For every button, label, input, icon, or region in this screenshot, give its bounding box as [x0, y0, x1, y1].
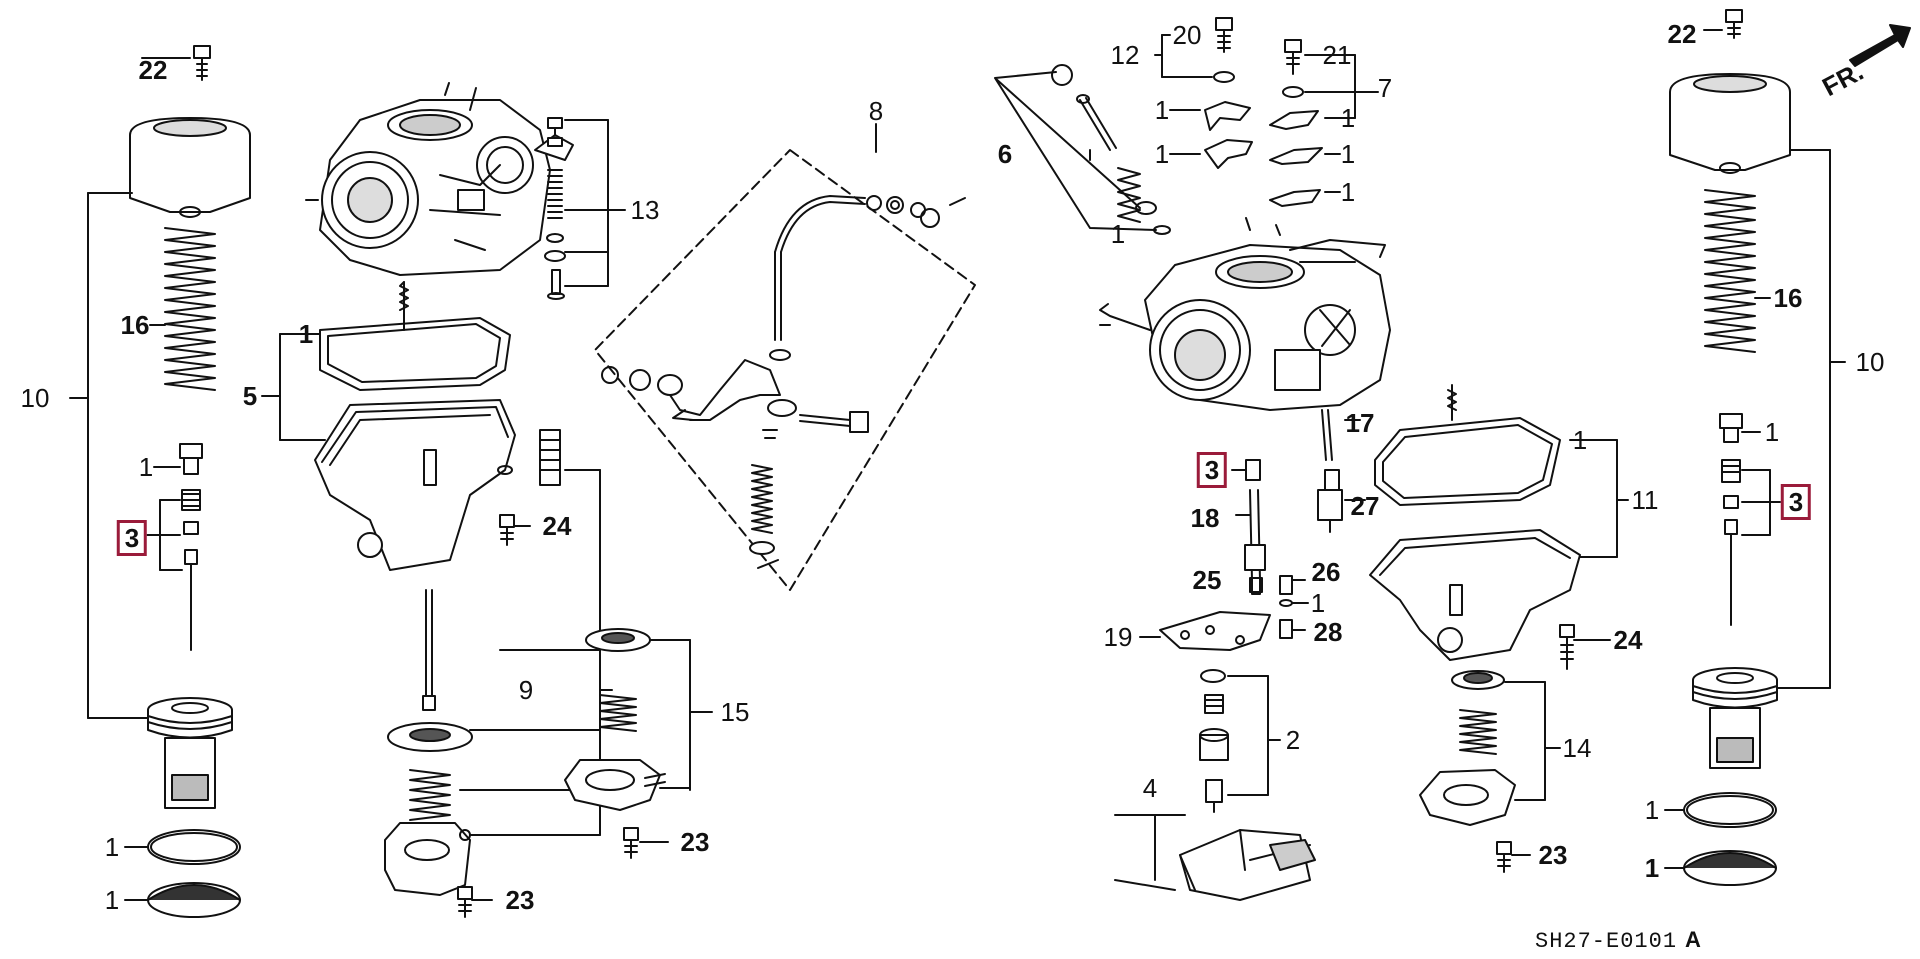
- callout-14: 14: [1562, 733, 1592, 763]
- callout-16: 16: [120, 310, 150, 340]
- callout-1: 1: [104, 885, 120, 915]
- right-carburetor-body: [994, 17, 1629, 901]
- callout-13: 13: [630, 195, 660, 225]
- callout-1: 1: [1110, 219, 1126, 249]
- drawing-code: SH27-E0101 A: [1535, 927, 1702, 954]
- callout-17: 17: [1345, 408, 1375, 438]
- linkage-group-8: [594, 123, 976, 591]
- callout-7: 7: [1377, 73, 1393, 103]
- callout-1: 1: [1340, 103, 1356, 133]
- callout-24: 24: [1613, 625, 1643, 655]
- callout-1: 1: [1644, 795, 1660, 825]
- callout-10: 10: [1855, 347, 1885, 377]
- callout-1: 1: [1154, 95, 1170, 125]
- front-direction-arrow: [1849, 24, 1911, 67]
- callout-18: 18: [1190, 503, 1220, 533]
- callout-23: 23: [680, 827, 710, 857]
- left-carburetor-body: [261, 82, 713, 918]
- callout-22: 22: [1667, 19, 1697, 49]
- callout-9: 9: [518, 675, 534, 705]
- callout-6: 6: [997, 139, 1013, 169]
- callout-5: 5: [242, 381, 258, 411]
- callout-27: 27: [1350, 491, 1380, 521]
- callout-23: 23: [1538, 840, 1568, 870]
- callout-4: 4: [1142, 773, 1158, 803]
- callout-3-highlighted[interactable]: 3: [1196, 452, 1228, 488]
- callout-1: 1: [298, 319, 314, 349]
- callout-23: 23: [505, 885, 535, 915]
- right-piston-assembly: [1664, 9, 1846, 886]
- callout-1: 1: [1310, 588, 1326, 618]
- drawing-code-text: SH27-E0101: [1535, 929, 1678, 954]
- callout-1: 1: [1154, 139, 1170, 169]
- callout-8: 8: [868, 96, 884, 126]
- callout-3-highlighted[interactable]: 3: [116, 520, 148, 556]
- callout-28: 28: [1313, 617, 1343, 647]
- callout-12: 12: [1110, 40, 1140, 70]
- callout-2: 2: [1285, 725, 1301, 755]
- callout-20: 20: [1172, 20, 1202, 50]
- drawing-code-suffix: A: [1685, 927, 1702, 952]
- callout-1: 1: [104, 832, 120, 862]
- callout-24: 24: [542, 511, 572, 541]
- callout-21: 21: [1322, 40, 1352, 70]
- callout-25: 25: [1192, 565, 1222, 595]
- callout-1: 1: [1644, 853, 1660, 883]
- callout-19: 19: [1103, 622, 1133, 652]
- callout-1: 1: [1764, 417, 1780, 447]
- callout-11: 11: [1631, 485, 1659, 515]
- left-piston-assembly: [69, 45, 251, 918]
- callout-1: 1: [1340, 177, 1356, 207]
- callout-15: 15: [720, 697, 750, 727]
- callout-22: 22: [138, 55, 168, 85]
- callout-10: 10: [20, 383, 50, 413]
- callout-1: 1: [1572, 425, 1588, 455]
- callout-16: 16: [1773, 283, 1803, 313]
- callout-26: 26: [1311, 557, 1341, 587]
- callout-1: 1: [1340, 139, 1356, 169]
- callout-1: 1: [138, 452, 154, 482]
- callout-3-highlighted[interactable]: 3: [1780, 484, 1812, 520]
